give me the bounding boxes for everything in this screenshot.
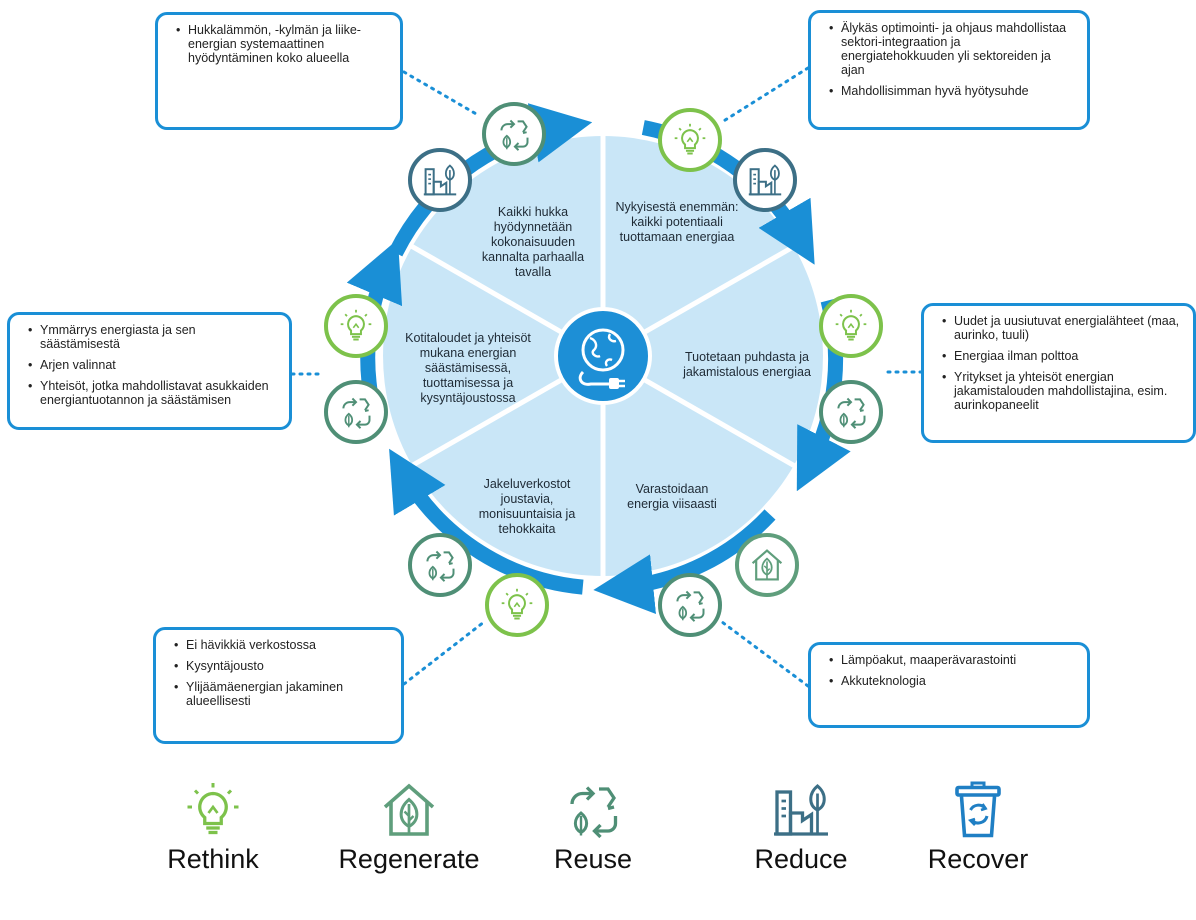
bulb-icon (819, 294, 883, 358)
segment-label-bottom-left: Jakeluverkostot joustavia, monisuuntaisi… (478, 477, 576, 536)
legend-item-recover: Recover (898, 780, 1058, 874)
legend-label: Reduce (754, 844, 848, 874)
callout-item: Uudet ja uusiutuvat energialähteet (maa,… (942, 314, 1181, 342)
house-leaf-icon (735, 533, 799, 597)
recycle-arrows-icon (563, 780, 623, 840)
segment-label-top-left: Kaikki hukka hyödynnetään kokonaisuuden … (481, 205, 585, 279)
callout-item: Arjen valinnat (28, 358, 277, 372)
callout-item: Älykäs optimointi- ja ohjaus mahdollista… (829, 21, 1075, 77)
bulb-icon (485, 573, 549, 637)
house-leaf-icon (379, 780, 439, 840)
globe-plug-icon (554, 307, 652, 405)
callout-mid-left: Ymmärrys energiasta ja sen säästämisestä… (7, 312, 292, 430)
factory-leaf-icon (408, 148, 472, 212)
callout-item: Ylijäämäenergian jakaminen alueellisesti (174, 680, 389, 708)
legend-item-rethink: Rethink (133, 780, 293, 874)
callout-item: Lämpöakut, maaperävarastointi (829, 653, 1075, 667)
reuse-icon (482, 102, 546, 166)
callout-item: Yhteisöt, jotka mahdollistavat asukkaide… (28, 379, 277, 407)
ring-icons (324, 102, 883, 637)
reuse-icon (324, 380, 388, 444)
segment-label-right: Tuotetaan puhdasta ja jakamistalous ener… (683, 350, 811, 379)
legend-label: Regenerate (338, 844, 480, 874)
segment-label-left: Kotitaloudet ja yhteisöt mukana energian… (405, 331, 531, 405)
cycle-arrow-4 (593, 509, 776, 614)
legend-label: Recover (927, 844, 1029, 874)
legend-item-reuse: Reuse (513, 780, 673, 874)
callout-mid-right: Uudet ja uusiutuvat energialähteet (maa,… (921, 303, 1196, 443)
callout-item: Energiaa ilman polttoa (942, 349, 1181, 363)
connector-top-right (720, 66, 810, 124)
callout-item: Ei hävikkiä verkostossa (174, 638, 389, 652)
pie-segment-left (383, 246, 603, 466)
connector-bottom-left (402, 620, 486, 686)
bulb-icon (324, 294, 388, 358)
segment-label-bottom-right: Varastoidaan energia viisaasti (627, 482, 717, 511)
factory-leaf-icon (733, 148, 797, 212)
pie-segment-right (603, 246, 823, 466)
circle-graphic (290, 66, 924, 688)
reuse-icon (658, 573, 722, 637)
connector-bottom-right (720, 620, 810, 688)
callout-bottom-left: Ei hävikkiä verkostossa Kysyntäjousto Yl… (153, 627, 404, 744)
bulb-icon (658, 108, 722, 172)
pie-segment-bottom-left (412, 356, 603, 576)
reuse-icon (819, 380, 883, 444)
callout-bottom-right: Lämpöakut, maaperävarastointi Akkuteknol… (808, 642, 1090, 728)
dotted-connectors (290, 66, 924, 688)
callout-item: Yritykset ja yhteisöt energian jakamista… (942, 370, 1181, 412)
callout-top-right: Älykäs optimointi- ja ohjaus mahdollista… (808, 10, 1090, 130)
legend-item-regenerate: Regenerate (329, 780, 489, 874)
callout-item: Mahdollisimman hyvä hyötysuhde (829, 84, 1075, 98)
reuse-icon (408, 533, 472, 597)
legend-label: Reuse (553, 844, 633, 874)
connector-top-left (402, 70, 480, 117)
callout-item: Hukkalämmön, -kylmän ja liike-energian s… (176, 23, 388, 65)
callout-item: Ymmärrys energiasta ja sen säästämisestä (28, 323, 277, 351)
segment-label-top-right: Nykyisestä enemmän: kaikki potentiaali t… (615, 200, 739, 244)
pie-segment-bottom-right (603, 356, 794, 576)
recycle-bin-icon (948, 780, 1008, 840)
energy-circle-diagram: Kaikki hukka hyödynnetään kokonaisuuden … (0, 0, 1196, 760)
callout-top-left: Hukkalämmön, -kylmän ja liike-energian s… (155, 12, 403, 130)
bulb-icon (183, 780, 243, 840)
cycle-arrow-5 (389, 448, 584, 595)
callout-item: Akkuteknologia (829, 674, 1075, 688)
factory-leaf-icon (771, 780, 831, 840)
legend: Rethink Regenerate Reuse Reduce Recover (0, 780, 1196, 920)
callout-item: Kysyntäjousto (174, 659, 389, 673)
legend-label: Rethink (167, 844, 259, 874)
legend-item-reduce: Reduce (721, 780, 881, 874)
